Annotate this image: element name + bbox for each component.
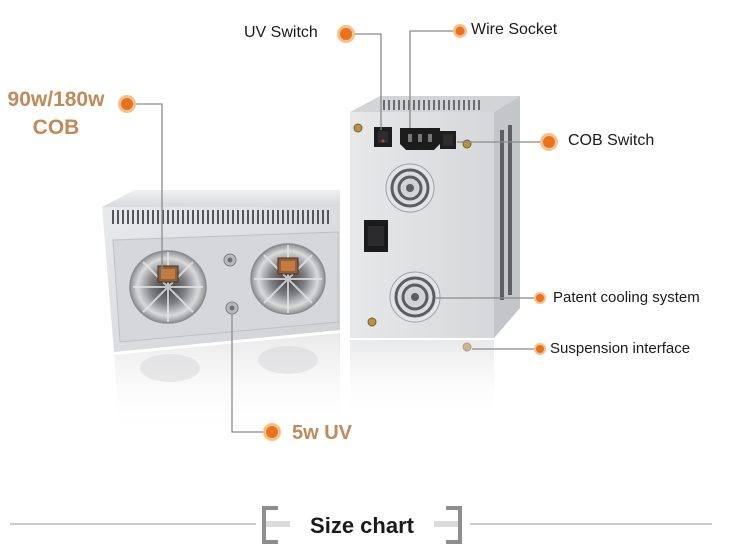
wire-socket-dot (453, 24, 467, 38)
bracket-right (446, 506, 462, 544)
size-chart-title: Size chart (310, 513, 414, 538)
leader-lines (127, 30, 549, 433)
floor-reflection (114, 333, 494, 440)
size-chart-divider (10, 506, 712, 544)
uv-leds (223, 253, 239, 315)
cob-reflector-left (129, 250, 207, 324)
cob-reflector-right (250, 243, 326, 315)
patent-cooling-label: Patent cooling system (553, 289, 700, 306)
patent-cooling-dot (534, 292, 546, 304)
upper-fan (385, 163, 435, 213)
suspension-label: Suspension interface (550, 340, 691, 357)
cob-power-dot (118, 95, 136, 113)
uv-switch (374, 127, 392, 147)
callout-dots (118, 24, 558, 441)
cob-power-line1: 90w/180w (7, 88, 105, 111)
wire-socket-label: Wire Socket (471, 21, 558, 38)
cooling-fan (389, 271, 441, 323)
cob-power-label: 90w/180w COB (4, 86, 108, 142)
cob-switch-dot (540, 133, 558, 151)
suspension-dot (534, 343, 546, 355)
cob-switch (440, 131, 456, 149)
uv-switch-dot (337, 25, 355, 43)
wire-socket (400, 128, 440, 150)
control-panel (364, 220, 388, 252)
cob-switch-label: COB Switch (568, 132, 655, 149)
cob-power-line2: COB (32, 116, 80, 139)
uv-power-dot (263, 423, 281, 441)
bracket-left (262, 506, 278, 544)
uv-switch-label: UV Switch (244, 24, 318, 41)
uv-power-label: 5w UV (292, 422, 353, 444)
